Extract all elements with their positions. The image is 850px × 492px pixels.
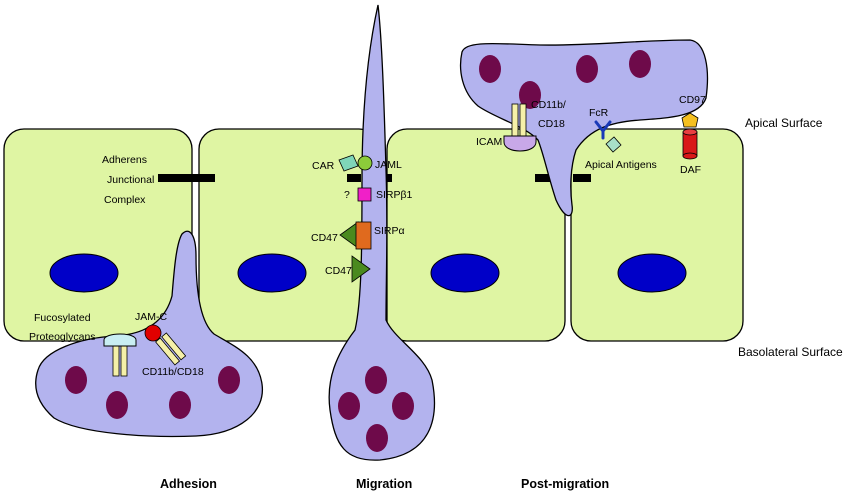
label-icam: ICAM bbox=[476, 136, 502, 148]
label-sirpb1: SIRPβ1 bbox=[376, 189, 413, 201]
label-fucosylated: Fucosylated bbox=[34, 312, 91, 324]
proteoglycan-stalk bbox=[112, 343, 120, 377]
neutrophil-body-post-migration bbox=[459, 39, 709, 217]
label-cd47-bottom: CD47 bbox=[325, 265, 352, 277]
label-cd47-top: CD47 bbox=[311, 232, 338, 244]
label-jaml: JAML bbox=[375, 159, 402, 171]
label-complex: Complex bbox=[104, 194, 146, 206]
epithelial-cell-4 bbox=[570, 128, 744, 342]
cd11b-integrin-icon bbox=[519, 103, 527, 137]
neutrophil-post-migration bbox=[459, 39, 709, 217]
granule bbox=[365, 366, 387, 394]
adhesion-molecules bbox=[103, 324, 187, 377]
epithelial-cell-3 bbox=[386, 128, 566, 342]
surface-labels: Apical Surface Basolateral Surface bbox=[738, 116, 843, 359]
label-sirpa: SIRPα bbox=[374, 225, 405, 237]
nucleus-3 bbox=[430, 253, 500, 293]
junction-bar-5 bbox=[573, 174, 591, 182]
granule bbox=[338, 392, 360, 420]
cd11b-integrin-icon bbox=[511, 103, 519, 137]
label-apical-antigens: Apical Antigens bbox=[585, 159, 657, 171]
apical-antigen-icon bbox=[605, 136, 622, 153]
label-cd18: CD18 bbox=[538, 118, 565, 130]
cd97-icon bbox=[681, 112, 699, 128]
granule bbox=[65, 366, 87, 394]
granule bbox=[169, 391, 191, 419]
label-car: CAR bbox=[312, 160, 335, 172]
label-apical-surface: Apical Surface bbox=[745, 116, 823, 130]
label-jam-c: JAM-C bbox=[135, 311, 167, 323]
granule bbox=[392, 392, 414, 420]
molecule-labels: Adherens Junctional Complex Fucosylated … bbox=[29, 94, 706, 378]
junction-bar-1 bbox=[158, 174, 215, 182]
nucleus-1 bbox=[49, 253, 119, 293]
label-basolateral-surface: Basolateral Surface bbox=[738, 345, 843, 359]
nucleus-2 bbox=[237, 253, 307, 293]
label-proteoglycans: Proteoglycans bbox=[29, 331, 96, 343]
granule bbox=[519, 81, 541, 109]
sirpb1-icon bbox=[357, 187, 372, 202]
epithelial-cell-1 bbox=[3, 128, 193, 342]
junction-bar-4 bbox=[535, 174, 553, 182]
daf-icon-top bbox=[682, 128, 698, 136]
post-migration-molecules bbox=[503, 103, 699, 160]
granule bbox=[218, 366, 240, 394]
migration-molecules bbox=[338, 154, 373, 283]
cd47-bottom-icon bbox=[351, 255, 371, 283]
granule bbox=[576, 55, 598, 83]
stage-title-migration: Migration bbox=[356, 477, 412, 491]
stage-titles: Adhesion Migration Post-migration bbox=[160, 477, 609, 491]
junction-bar-2 bbox=[347, 174, 361, 182]
granule bbox=[366, 424, 388, 452]
label-cd11b: CD11b/ bbox=[531, 99, 566, 111]
label-fcr: FcR bbox=[589, 107, 609, 119]
cd11b-cd18-integrin-icon bbox=[155, 332, 187, 366]
label-question: ? bbox=[344, 189, 350, 201]
proteoglycan-stalk bbox=[120, 343, 128, 377]
fucosylated-proteoglycan-icon bbox=[103, 333, 137, 347]
jaml-icon bbox=[357, 155, 373, 171]
epithelial-nuclei bbox=[49, 253, 687, 293]
stage-title-adhesion: Adhesion bbox=[160, 477, 217, 491]
granule bbox=[629, 50, 651, 78]
sirpa-icon bbox=[355, 221, 372, 250]
epithelial-cell-layer bbox=[3, 128, 744, 342]
icam-icon bbox=[503, 135, 537, 152]
granule bbox=[479, 55, 501, 83]
label-junctional: Junctional bbox=[107, 174, 154, 186]
car-icon bbox=[338, 154, 359, 172]
label-daf: DAF bbox=[680, 164, 701, 176]
daf-icon bbox=[682, 131, 698, 157]
fcr-icon bbox=[594, 120, 612, 140]
label-adherens: Adherens bbox=[102, 154, 147, 166]
jam-c-icon bbox=[144, 324, 162, 342]
neutrophil-migration bbox=[328, 4, 436, 461]
daf-icon-bottom bbox=[682, 152, 698, 160]
label-cd11b-cd18-adhesion: CD11b/CD18 bbox=[142, 366, 204, 378]
label-cd97: CD97 bbox=[679, 94, 706, 106]
granule bbox=[106, 391, 128, 419]
stage-title-post-migration: Post-migration bbox=[521, 477, 609, 491]
nucleus-4 bbox=[617, 253, 687, 293]
